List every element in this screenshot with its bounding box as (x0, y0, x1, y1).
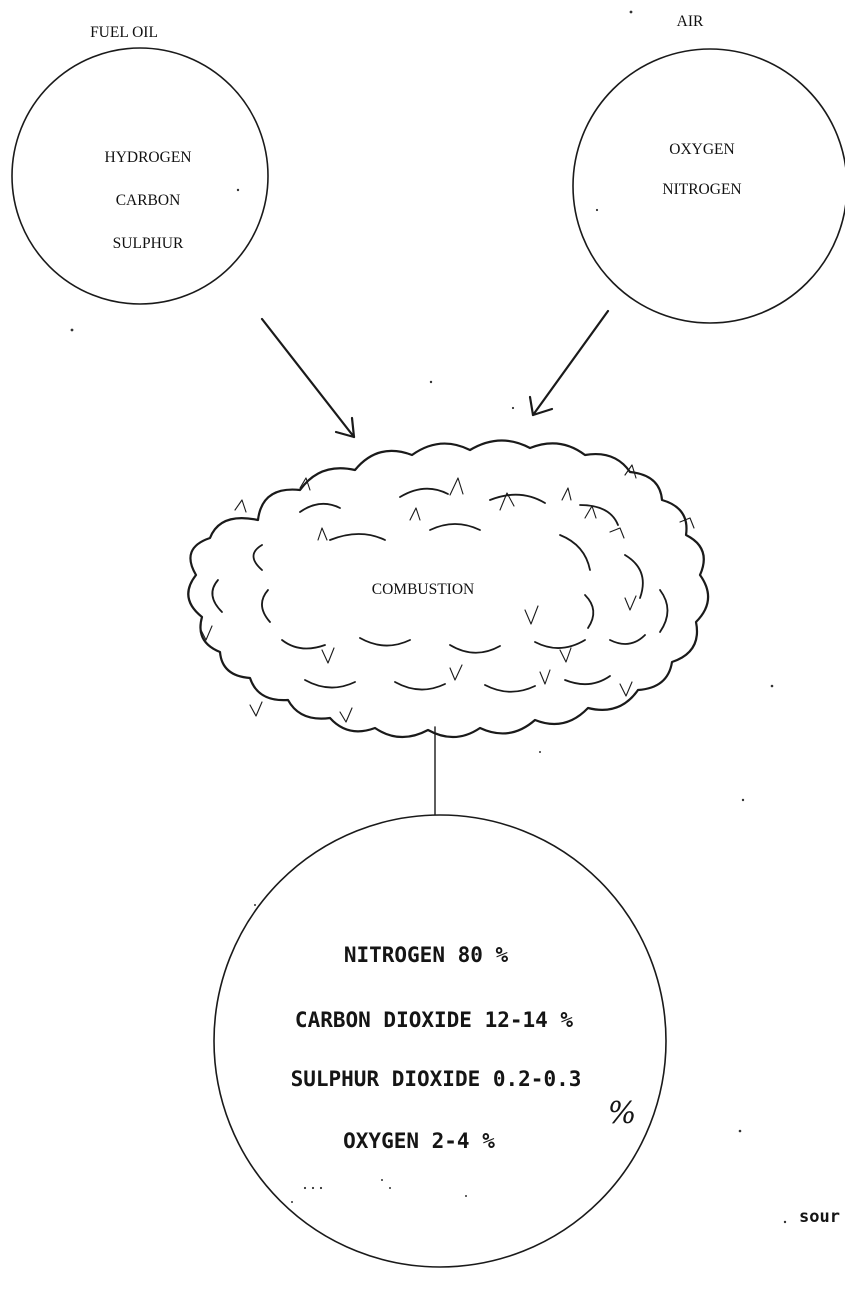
source-fragment: sour (799, 1207, 840, 1227)
product-carbon-dioxide: CARBON DIOXIDE 12-14 % (295, 1008, 574, 1032)
product-sulphur-dioxide-percent: % (608, 1096, 637, 1131)
product-sulphur-dioxide: SULPHUR DIOXIDE 0.2-0.3 (291, 1067, 582, 1091)
combustion-cloud: COMBUSTION (187, 439, 710, 739)
air-group: AIR OXYGEN NITROGEN (572, 13, 845, 324)
products-circle (213, 814, 667, 1268)
product-oxygen: OXYGEN 2-4 % (343, 1129, 495, 1153)
product-nitrogen: NITROGEN 80 % (344, 943, 509, 967)
fuel-oil-group: FUEL OIL HYDROGEN CARBON SULPHUR (11, 24, 269, 305)
air-component-nitrogen: NITROGEN (662, 181, 741, 198)
combustion-label: COMBUSTION (372, 581, 474, 598)
air-to-combustion-arrow (528, 309, 610, 417)
fuel-oil-circle (11, 47, 269, 305)
products-group: NITROGEN 80 % CARBON DIOXIDE 12-14 % SUL… (213, 814, 667, 1268)
air-circle (572, 48, 845, 324)
fuel-oil-component-sulphur: SULPHUR (113, 235, 184, 252)
fuel-oil-title: FUEL OIL (90, 24, 158, 41)
fuel-oil-component-carbon: CARBON (116, 192, 181, 209)
cloud-outline (187, 439, 710, 739)
fuel-oil-component-hydrogen: HYDROGEN (105, 149, 192, 166)
air-title: AIR (677, 13, 704, 30)
air-component-oxygen: OXYGEN (669, 141, 734, 158)
scan-specks (70, 10, 787, 1224)
fuel-to-combustion-arrow (260, 317, 356, 439)
